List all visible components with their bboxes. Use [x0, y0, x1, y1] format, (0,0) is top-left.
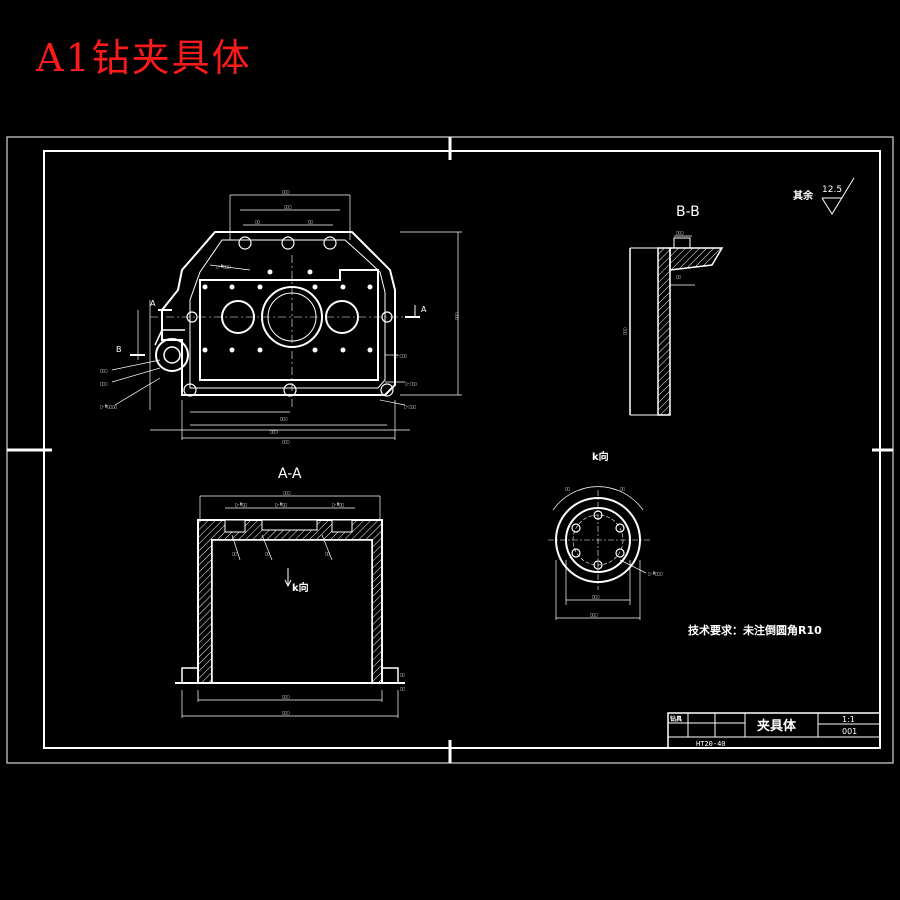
k-view	[548, 486, 650, 620]
svg-text:□□: □□	[676, 274, 681, 279]
bb-view-label: B-B	[676, 204, 700, 220]
aa-section	[175, 495, 405, 718]
roughness-label: 其余	[793, 189, 814, 202]
tech-requirements: 技术要求：未注倒圆角R10	[688, 623, 822, 637]
svg-text:□□□: □□□	[280, 416, 288, 421]
plan-view	[111, 194, 462, 440]
section-a-left: A	[150, 299, 156, 308]
title-block-material: HT20-40	[696, 740, 726, 748]
centering-marks	[7, 137, 893, 763]
svg-text:□□: □□	[325, 551, 330, 556]
svg-text:□□□: □□□	[100, 368, 108, 373]
svg-text:□□: □□	[620, 486, 625, 491]
svg-text:□□□: □□□	[282, 439, 290, 444]
outer-border	[6, 136, 894, 764]
svg-text:□□□: □□□	[622, 327, 627, 335]
section-a-right: A	[421, 305, 427, 314]
svg-text:□□: □□	[232, 551, 237, 556]
svg-text:□-□□□: □-□□□	[404, 404, 417, 409]
svg-text:□□: □□	[308, 219, 313, 224]
bb-small-text: □□□ □□ □□□	[622, 230, 684, 335]
svg-text:□□□: □□□	[282, 189, 290, 194]
k-view-label: k向	[592, 450, 609, 463]
svg-text:□□□: □□□	[270, 429, 278, 434]
inner-border	[43, 150, 881, 749]
svg-text:□-M□□: □-M□□	[275, 502, 288, 507]
aa-small-text: □□□ □-M□□ □-M□□ □-M□□ □□ □□ □□ □□□ □□□ □□ □□	[232, 490, 405, 715]
svg-text:□-M□□: □-M□□	[332, 502, 345, 507]
svg-text:□-M□□□: □-M□□□	[648, 571, 663, 576]
roughness-symbol	[821, 177, 855, 215]
svg-text:□-M□□□□: □-M□□□□	[100, 404, 117, 409]
svg-text:□□: □□	[400, 686, 405, 691]
svg-text:□□□: □□□	[283, 490, 291, 495]
svg-text:□□: □□	[400, 672, 405, 677]
svg-text:□□□: □□□	[284, 204, 292, 209]
svg-text:□-M□□□: □-M□□□	[216, 264, 231, 269]
svg-text:□-□□□: □-□□□	[405, 381, 418, 386]
aa-view-label: A-A	[278, 466, 302, 482]
k-view-small-text: □□ □□ □□□ □□□ □-M□□□	[565, 486, 663, 617]
title-block	[667, 712, 881, 749]
title-block-scale: 1:1	[842, 715, 855, 724]
drawing-title: A1钻夹具体	[36, 36, 252, 80]
title-block-part-name: 夹具体	[757, 718, 797, 734]
svg-text:□-M□□: □-M□□	[235, 502, 248, 507]
svg-text:□□: □□	[565, 486, 570, 491]
k-arrow-label: k向	[292, 581, 309, 594]
svg-text:□□□: □□□	[676, 230, 684, 235]
title-block-drawing-no: 001	[842, 727, 857, 736]
svg-text:□□□: □□□	[590, 612, 598, 617]
svg-text:□□□: □□□	[282, 710, 290, 715]
svg-text:□□□: □□□	[100, 381, 108, 386]
svg-text:□□: □□	[265, 551, 270, 556]
title-block-cell-label: 钻具	[670, 715, 682, 723]
svg-text:□-□□□: □-□□□	[395, 353, 408, 358]
svg-text:□□□: □□□	[592, 594, 600, 599]
section-b-left: B	[116, 345, 122, 354]
plan-view-small-text: □□□ □□□ □□ □□ □-M□□□ □-□□□ □-□□□ □-□□□ □□…	[100, 189, 459, 444]
bb-section	[629, 235, 724, 416]
svg-text:□□□: □□□	[282, 694, 290, 699]
svg-text:□□: □□	[255, 219, 260, 224]
svg-text:□□□: □□□	[454, 312, 459, 320]
roughness-value: 12.5	[822, 185, 842, 195]
